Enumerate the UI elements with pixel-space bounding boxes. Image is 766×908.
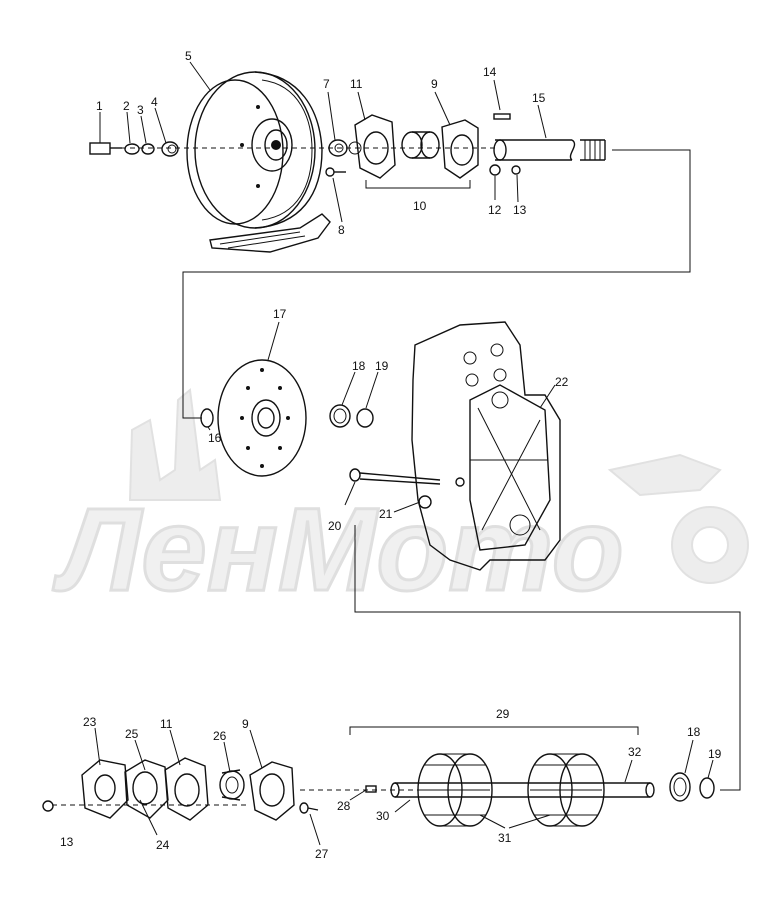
nut-12 xyxy=(489,164,501,176)
callout-18-upper: 18 xyxy=(352,359,366,373)
callout-28: 28 xyxy=(337,799,351,813)
callout-labels: 1 2 3 4 5 7 8 9 10 11 12 13 14 15 16 17 … xyxy=(60,49,722,861)
callout-26: 26 xyxy=(213,729,227,743)
connector-line-1 xyxy=(182,149,691,419)
callout-20: 20 xyxy=(328,519,342,533)
callout-14: 14 xyxy=(483,65,497,79)
bolt-1 xyxy=(89,142,111,155)
spacer-4 xyxy=(161,141,179,157)
bolt-20 xyxy=(349,468,441,485)
sprocket-31-left xyxy=(417,753,493,827)
callout-22: 22 xyxy=(555,375,569,389)
callout-16: 16 xyxy=(208,431,222,445)
lockwasher-13 xyxy=(511,165,521,175)
drive-belt xyxy=(209,213,331,253)
flange-11 xyxy=(354,114,396,179)
watermark: ЛенМото xyxy=(51,388,749,618)
watermark-city-silhouette xyxy=(128,388,222,501)
callout-1: 1 xyxy=(96,99,103,113)
drive-pulley xyxy=(186,71,323,229)
callout-9-upper: 9 xyxy=(431,77,438,91)
seal-18-lower xyxy=(669,772,691,802)
callout-10: 10 xyxy=(413,199,427,213)
callout-32: 32 xyxy=(628,745,642,759)
leader-lines xyxy=(94,61,714,846)
flange-25 xyxy=(124,759,169,819)
connector-line-2 xyxy=(354,525,741,791)
screw-8 xyxy=(325,167,346,177)
key-14 xyxy=(493,113,511,120)
callout-19-upper: 19 xyxy=(375,359,389,373)
flange-9 xyxy=(441,119,479,179)
screw-27 xyxy=(299,802,319,814)
callout-27: 27 xyxy=(315,847,329,861)
callout-8: 8 xyxy=(338,223,345,237)
bracket-29 xyxy=(349,726,639,735)
bearing-26 xyxy=(219,769,245,801)
callout-17: 17 xyxy=(273,307,287,321)
ring-16 xyxy=(200,408,214,428)
callout-2: 2 xyxy=(123,99,130,113)
flange-9-lower xyxy=(249,761,295,821)
chaincase-22 xyxy=(411,321,561,571)
flange-23 xyxy=(81,759,129,819)
callout-9-lower: 9 xyxy=(242,717,249,731)
callout-13-upper: 13 xyxy=(513,203,527,217)
washer-2 xyxy=(124,143,140,155)
callout-19-lower: 19 xyxy=(708,747,722,761)
key-28 xyxy=(365,785,377,793)
callout-3: 3 xyxy=(137,103,144,117)
oring-19-upper xyxy=(356,408,374,428)
washer-3 xyxy=(141,143,155,155)
watermark-motorcycle xyxy=(607,453,722,497)
bolt-and-washers xyxy=(89,141,179,157)
callout-21: 21 xyxy=(379,507,393,521)
oring-19-lower xyxy=(699,777,715,799)
nut-13-lower xyxy=(42,800,54,812)
sprocket-31-right xyxy=(527,753,605,827)
callout-7: 7 xyxy=(323,77,330,91)
seal-18-upper xyxy=(329,404,351,428)
callout-24: 24 xyxy=(156,838,170,852)
callout-15: 15 xyxy=(532,91,546,105)
watermark-text: ЛенМото xyxy=(52,484,624,616)
callout-4: 4 xyxy=(151,95,158,109)
callout-30: 30 xyxy=(376,809,390,823)
callout-11-upper: 11 xyxy=(350,77,363,91)
callout-29: 29 xyxy=(496,707,510,721)
callout-12: 12 xyxy=(488,203,502,217)
callout-18-lower: 18 xyxy=(687,725,701,739)
drive-shaft-30 xyxy=(390,782,655,798)
shaft-15 xyxy=(493,139,606,161)
bearing xyxy=(401,131,440,159)
callout-23: 23 xyxy=(83,715,97,729)
callout-11-lower: 11 xyxy=(160,717,173,731)
brake-disc-17 xyxy=(217,359,307,477)
callout-25: 25 xyxy=(125,727,139,741)
bracket-10 xyxy=(365,180,471,189)
flange-11-lower xyxy=(164,757,209,821)
callout-5: 5 xyxy=(185,49,192,63)
callout-13-lower: 13 xyxy=(60,835,74,849)
callout-31: 31 xyxy=(498,831,512,845)
